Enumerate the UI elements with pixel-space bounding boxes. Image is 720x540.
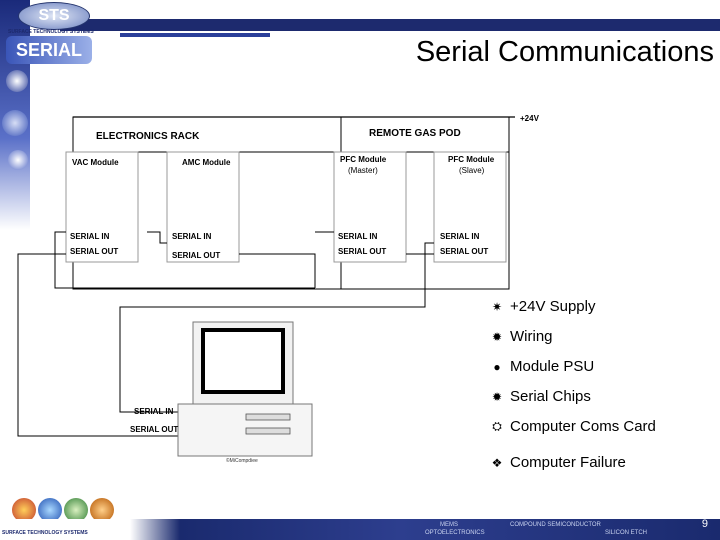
- module-role: (Slave): [459, 166, 485, 175]
- module-name: VAC Module: [72, 158, 119, 167]
- header-bar-accent: [120, 33, 270, 37]
- decor-orb: [6, 70, 28, 92]
- drive-bay: [245, 427, 291, 435]
- decor-orb: [12, 498, 36, 522]
- footer-tag: COMPOUND SEMICONDUCTOR: [510, 522, 601, 528]
- star-icon: ✹: [491, 329, 503, 344]
- vac-module-box: [65, 151, 139, 263]
- remote-gas-pod-label: REMOTE GAS POD: [369, 128, 461, 139]
- legend-label: Computer Coms Card: [510, 418, 656, 435]
- legend-label: Wiring: [510, 328, 553, 345]
- module-name: AMC Module: [182, 158, 231, 167]
- serial-in-label: SERIAL IN: [338, 232, 378, 241]
- serial-wire: [239, 253, 316, 288]
- footer-tag: SILICON ETCH: [605, 530, 648, 536]
- pfc-slave-box: [433, 151, 507, 263]
- decor-orb: [2, 110, 28, 136]
- page-title: Serial Communications: [415, 36, 714, 68]
- footer-tag: MEMS: [440, 522, 458, 528]
- footer-tag: OPTOELECTRONICS: [425, 530, 485, 536]
- legend-item: ● Module PSU: [490, 358, 594, 375]
- monitor-screen: [201, 328, 285, 394]
- serial-wire: [54, 231, 66, 243]
- star-icon: ✷: [491, 299, 503, 314]
- image-credit: ©MiCompdiee: [226, 458, 258, 464]
- legend-item: ✹ Wiring: [490, 328, 553, 345]
- serial-wire: [147, 231, 167, 244]
- diamond-icon: ❖: [491, 455, 503, 470]
- sun-icon: ●: [493, 359, 501, 374]
- page-number: 9: [701, 518, 708, 530]
- serial-out-label: SERIAL OUT: [338, 247, 387, 256]
- computer-serial-out: SERIAL OUT: [130, 425, 179, 434]
- decor-orb: [8, 150, 28, 170]
- legend-item: ⛭ Computer Coms Card: [490, 418, 656, 435]
- legend-label: Serial Chips: [510, 388, 591, 405]
- header-bar: [60, 19, 720, 31]
- electronics-rack-label: ELECTRONICS RACK: [96, 131, 200, 142]
- legend-label: Computer Failure: [510, 454, 626, 471]
- serial-wire: [54, 243, 315, 289]
- supply-label: +24V: [520, 114, 539, 123]
- footer-company-name: SURFACE TECHNOLOGY SYSTEMS: [2, 530, 88, 536]
- serial-out-label: SERIAL OUT: [172, 251, 221, 260]
- computer-serial-in: SERIAL IN: [134, 407, 174, 416]
- module-role: (Master): [348, 166, 378, 175]
- amc-module-box: [166, 151, 240, 263]
- serial-seal-logo: SERIAL: [6, 36, 92, 64]
- drive-bay: [245, 413, 291, 421]
- pfc-master-box: [333, 151, 407, 263]
- serial-in-label: SERIAL IN: [440, 232, 480, 241]
- legend-item: ✹ Serial Chips: [490, 388, 591, 405]
- serial-in-label: SERIAL IN: [70, 232, 110, 241]
- module-name: PFC Module: [340, 155, 387, 164]
- serial-wire: [119, 253, 434, 413]
- serial-wire: [406, 242, 434, 255]
- gear-icon: ⛭: [492, 419, 502, 433]
- legend-label: +24V Supply: [510, 298, 596, 315]
- star-icon: ✹: [491, 389, 503, 404]
- decor-orb: [90, 498, 114, 522]
- decor-orb: [38, 498, 62, 522]
- module-name: PFC Module: [448, 155, 495, 164]
- serial-in-label: SERIAL IN: [172, 232, 212, 241]
- serial-wire: [17, 253, 190, 437]
- serial-out-label: SERIAL OUT: [440, 247, 489, 256]
- company-name: SURFACE TECHNOLOGY SYSTEMS: [8, 29, 94, 35]
- serial-out-label: SERIAL OUT: [70, 247, 119, 256]
- legend-label: Module PSU: [510, 358, 595, 375]
- footer-bar: [0, 519, 720, 540]
- legend-item: ❖ Computer Failure: [490, 454, 626, 471]
- company-logo: STS: [18, 2, 90, 30]
- legend-item: ✷ +24V Supply: [490, 298, 596, 315]
- pc-base: [177, 403, 313, 457]
- decor-orb: [64, 498, 88, 522]
